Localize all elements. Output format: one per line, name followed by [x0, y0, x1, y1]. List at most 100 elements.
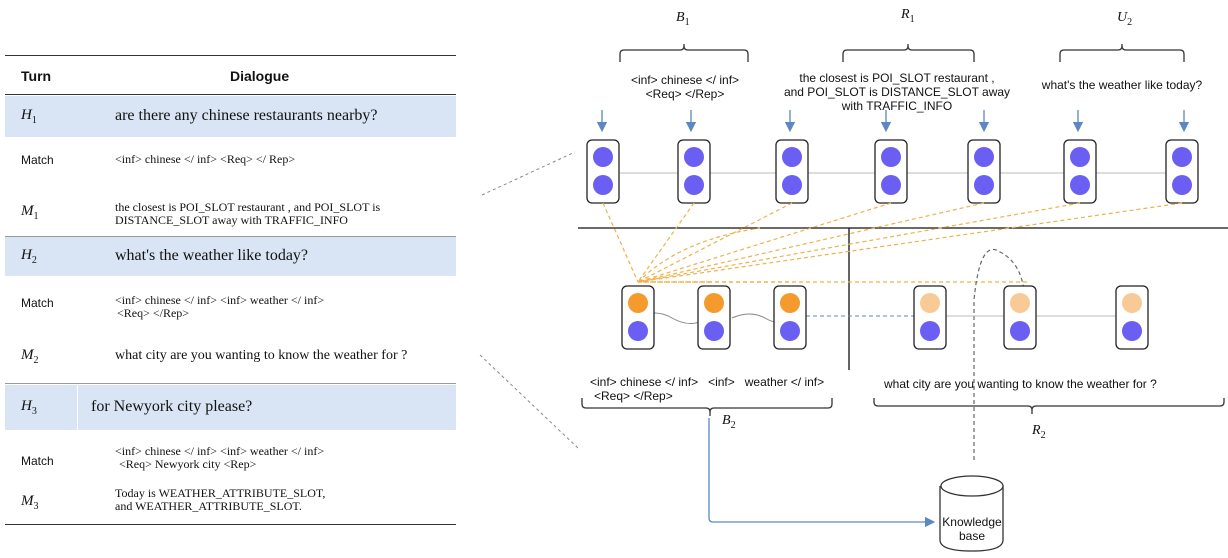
dialogue-h1: are there any chinese restaurants nearby… — [115, 107, 378, 124]
top-node-5 — [967, 139, 1001, 204]
bottom-node-6 — [1115, 285, 1149, 350]
brace-u2 — [1059, 44, 1185, 62]
turn-match3: Match — [21, 454, 54, 468]
brace-r2 — [873, 398, 1225, 414]
h3-divider — [77, 385, 78, 430]
dialogue-match3-line1: <inf> chinese </ inf> <inf> weather </ i… — [115, 444, 325, 458]
top-input-arrows — [596, 110, 1190, 133]
zoom-line-top — [481, 151, 576, 196]
brace-r1 — [842, 44, 975, 62]
dialogue-m1-line1: the closest is POI_SLOT restaurant , and… — [115, 200, 381, 214]
turn-h1: H1 — [21, 107, 37, 126]
bottom-node-3 — [773, 285, 807, 350]
dialogue-match2: <inf> chinese </ inf> <inf> weather </ i… — [115, 294, 324, 320]
kb-query-arc — [973, 248, 1025, 460]
table-top-rule — [5, 55, 456, 56]
text-r2: what city are you wanting to know the we… — [884, 377, 1184, 391]
turn-h3: H3 — [21, 398, 37, 417]
table-row-match3: Match <inf> chinese </ inf> <inf> weathe… — [5, 439, 456, 483]
label-r1: R1 — [901, 7, 915, 25]
bottom-node-4 — [913, 285, 947, 350]
turn-m1: M1 — [21, 203, 39, 222]
turn-m3: M3 — [21, 493, 39, 512]
dialogue-m1-line2: DISTANCE_SLOT away with TRAFFIC_INFO — [115, 213, 348, 227]
brace-b2 — [581, 398, 833, 416]
text-r2-line1: what city are you wanting to know the we… — [884, 377, 1157, 391]
top-node-7 — [1165, 139, 1199, 204]
dialogue-match3: <inf> chinese </ inf> <inf> weather </ i… — [115, 445, 324, 471]
table-row-m1: M1 the closest is POI_SLOT restaurant , … — [5, 183, 456, 235]
label-b1: B1 — [676, 10, 690, 28]
memory-diagram: B1 R1 U2 <inf> chinese </ inf> <Req> </R… — [460, 0, 1228, 558]
attention-line — [637, 202, 985, 283]
dialogue-h3: for Newyork city please? — [91, 398, 253, 415]
table-row-m2: M2 what city are you wanting to know the… — [5, 339, 456, 375]
text-r1: the closest is POI_SLOT restaurant , and… — [772, 71, 1022, 113]
attention-line — [637, 202, 892, 283]
text-u2: what's the weather like today? — [1038, 78, 1206, 92]
top-node-6 — [1063, 139, 1097, 204]
bottom-node-2 — [697, 285, 731, 350]
bottom-node-5 — [1003, 285, 1037, 350]
table-row-m3: M3 Today is WEATHER_ATTRIBUTE_SLOT, and … — [5, 483, 456, 521]
row-rule-1 — [5, 236, 456, 237]
text-r1-line2: and POI_SLOT is DISTANCE_SLOT away — [783, 85, 1011, 99]
dialogue-m1: the closest is POI_SLOT restaurant , and… — [115, 201, 380, 227]
top-node-3 — [775, 139, 809, 204]
top-node-1 — [586, 139, 620, 204]
dialogue-m3-line2: and WEATHER_ATTRIBUTE_SLOT. — [115, 499, 302, 513]
zoom-line-bottom — [479, 354, 580, 451]
bottom-decoder-nodes — [621, 285, 1149, 350]
turn-match1: Match — [21, 153, 54, 167]
dialogue-m3: Today is WEATHER_ATTRIBUTE_SLOT, and WEA… — [115, 487, 325, 513]
table-row-h2: H2 what's the weather like today? — [5, 237, 456, 276]
attention-line — [637, 202, 793, 283]
table-row-match1: Match <inf> chinese </ inf> <Req> </ Rep… — [5, 139, 456, 181]
table-bottom-rule — [5, 524, 456, 525]
brace-b1 — [619, 44, 749, 62]
row-rule-2 — [5, 383, 456, 384]
text-u2-line1: what's the weather like today? — [1041, 78, 1203, 92]
knowledge-base-icon — [939, 475, 1004, 552]
turn-m2: M2 — [21, 347, 39, 366]
attention-lines — [602, 202, 1183, 283]
dialogue-match2-line2: <Req> </Rep> — [117, 306, 190, 320]
turn-h2: H2 — [21, 247, 37, 266]
attention-line — [637, 227, 761, 283]
text-b1-line1: <inf> chinese </ inf> — [630, 73, 740, 87]
attention-line — [637, 202, 1183, 283]
top-node-2 — [677, 139, 711, 204]
knowledge-base-label: Knowledge base — [942, 515, 1002, 543]
dialogue-m3-line1: Today is WEATHER_ATTRIBUTE_SLOT, — [115, 486, 326, 500]
header-turn: Turn — [21, 68, 52, 84]
bottom-node-1 — [621, 285, 655, 350]
dialogue-match1: <inf> chinese </ inf> <Req> </ Rep> — [115, 152, 296, 166]
text-b2-line1: <inf> chinese </ inf> <inf> weather </ i… — [590, 375, 825, 389]
dialogue-match2-line1: <inf> chinese </ inf> <inf> weather </ i… — [115, 293, 325, 307]
attention-line — [637, 202, 1081, 283]
label-u2: U2 — [1117, 10, 1133, 28]
text-r1-line1: the closest is POI_SLOT restaurant , — [799, 71, 995, 85]
text-b2-line2: <Req> </Rep> — [594, 389, 673, 403]
text-b1-line2: <Req> </Rep> — [645, 87, 725, 101]
dialogue-h2: what's the weather like today? — [115, 247, 309, 264]
dialogue-m2: what city are you wanting to know the we… — [115, 348, 408, 363]
top-encoder-nodes — [586, 139, 1199, 204]
diagram-canvas — [578, 44, 1228, 552]
attention-line — [602, 202, 639, 283]
top-node-4 — [874, 139, 908, 204]
table-row-h1: H1 are there any chinese restaurants nea… — [5, 96, 456, 137]
dialogue-match3-line2: <Req> Newyork city <Rep> — [119, 457, 257, 471]
turn-match2: Match — [21, 296, 54, 310]
label-r2: R2 — [1032, 423, 1046, 441]
zoom-connectors — [479, 151, 580, 451]
label-b2: B2 — [722, 413, 736, 431]
table-row-match2: Match <inf> chinese </ inf> <inf> weathe… — [5, 279, 456, 329]
header-dialogue: Dialogue — [230, 68, 290, 84]
attention-line — [637, 202, 695, 283]
b2-to-kb-arrow — [708, 418, 936, 528]
text-b1: <inf> chinese </ inf> <Req> </Rep> — [615, 73, 755, 101]
text-b2: <inf> chinese </ inf> <inf> weather </ i… — [590, 375, 824, 403]
table-row-h3: H3 for Newyork city please? — [5, 385, 456, 430]
table-header-rule — [5, 94, 456, 95]
